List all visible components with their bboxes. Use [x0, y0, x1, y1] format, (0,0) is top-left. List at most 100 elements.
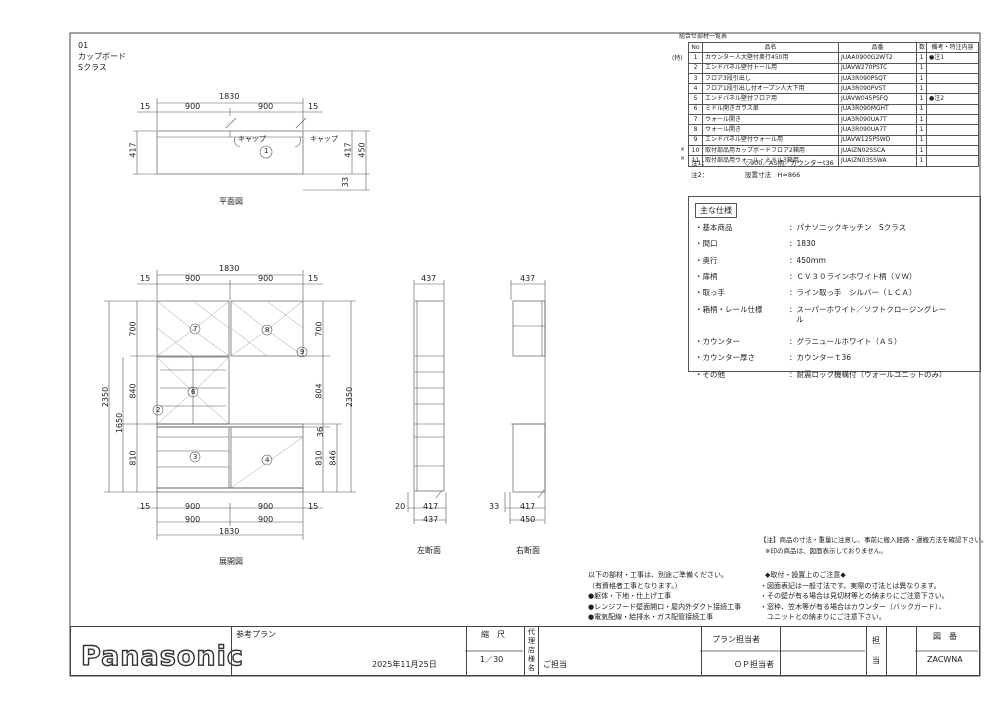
title-block: Panasonic 参考プラン 2025年11月25日 縮 尺 1／30 代 理… [70, 626, 980, 676]
cell-qty: 1 [916, 52, 927, 64]
spec-label: ・扉柄 [695, 271, 718, 281]
cell-note [926, 144, 979, 157]
spec-value: ：ＣＶ３０ラインホワイト柄（ＶＷ） [789, 271, 917, 281]
cell-note [926, 103, 979, 116]
cell-name: カウンター人大壁付奥行450用 [702, 52, 839, 64]
plan-seg-3: 900 [258, 102, 274, 111]
separate-work-line: 以下の部材・工事は、別途ご準備ください。 [588, 571, 728, 579]
cell-qty: 1 [916, 72, 927, 85]
marker-3: 3 [193, 453, 198, 461]
front-right-seg-1: 700 [314, 321, 324, 337]
spec-label: ・基本商品 [695, 223, 733, 232]
front-view [104, 270, 356, 540]
special-mark: (特) [672, 55, 683, 62]
front-right-seg-5: 846 [328, 450, 338, 466]
spec-value: ：グラニュールホワイト（ＡＳ） [789, 337, 902, 347]
spec-label: ・箱柄・レール仕様 [695, 304, 763, 314]
left-section-title: 左断面 [417, 546, 441, 555]
front-bottom-a-4: 15 [308, 502, 319, 511]
install-note-line: ユニットとの納まりにご注意下さい。 [760, 613, 886, 621]
cell-name: エンドパネル壁付ウォール用 [702, 134, 839, 146]
front-bottom-b-2: 900 [258, 515, 274, 524]
cell-qty: 1 [916, 103, 927, 116]
note-2-label: 注2： [691, 171, 709, 179]
left-section [407, 280, 447, 524]
agent-label-cell: 代 理 店 様 名 [524, 627, 538, 675]
right-sec-bottom-a: 33 [489, 502, 500, 511]
plan-label: 参考プラン [236, 630, 276, 639]
marker-9: 9 [300, 348, 305, 356]
plan-top-total: 1830 [219, 92, 240, 101]
plan-right-gap: 33 [341, 176, 351, 188]
plan-seg-1: 15 [140, 102, 151, 111]
cell-note [926, 134, 979, 146]
spec-label: ・カウンター厚さ [695, 353, 755, 363]
cell-no: 10 [688, 144, 703, 157]
parts-header-row: No 品名 品番 数 備考・特注内容 [688, 41, 979, 54]
spec-value: ：パナソニックキッチン Sクラス [789, 223, 907, 232]
separate-work-line: ●躯体・下地・仕上げ工事 [588, 592, 672, 600]
cell-code: JUA3R090PSQT [838, 72, 917, 85]
cell-no: 5 [688, 93, 703, 105]
tan-label-2: 当 [872, 656, 880, 665]
install-note-line: ◆取付・設置上のご注意◆ [765, 571, 846, 579]
cell-qty: 1 [916, 155, 927, 167]
col-code: 品番 [838, 41, 917, 54]
cell-qty: 1 [916, 134, 927, 146]
scale-value: 1／30 [480, 655, 504, 664]
cell-qty: 1 [916, 62, 927, 74]
marker-7: 7 [193, 325, 198, 333]
front-bottom-a-3: 900 [258, 502, 274, 511]
left-sec-bottom-total: 437 [423, 515, 439, 524]
staff-cell: プラン担当者 ＯＰ担当者 [701, 627, 866, 675]
cell-no: 7 [688, 114, 703, 126]
agent-label-3: 店 [528, 646, 535, 654]
cell-code: JUA3R090MGHT [838, 103, 917, 116]
col-note: 備考・特注内容 [926, 41, 979, 54]
front-seg-3: 900 [258, 274, 274, 283]
agent-label-5: 名 [528, 664, 535, 672]
drawing-no-label: 図 番 [933, 632, 957, 641]
cell-qty: 1 [916, 124, 927, 136]
cell-note: ●注2 [926, 93, 979, 105]
scale-label: 縮 尺 [481, 630, 505, 639]
cell-code: JUAVW125PSWD [838, 134, 917, 146]
spec-label: ・その他 [695, 369, 725, 379]
cell-name: エンドパネル壁付トール用 [702, 62, 839, 74]
front-left-seg-3: 810 [128, 450, 138, 466]
plan-view [133, 98, 370, 191]
panasonic-logo: Panasonic [80, 640, 244, 672]
stamp-cell [886, 627, 916, 675]
spec-value: ：スーパーホワイト／ソフトクロージングレー [789, 304, 947, 314]
front-left-upper: 1650 [115, 412, 125, 434]
separate-work-line: ●電気配線・給排水・ガス配管接続工事 [588, 613, 714, 621]
install-note-line: ・その壁が有る場合は見切材等との納まりにご注意下さい。 [760, 592, 949, 600]
cell-name: 取付部品用カップボードフロア2箱用 [702, 144, 839, 157]
install-note-line: ・図面表記は一般寸法です。実際の寸法とは異なります。 [760, 581, 941, 590]
caution-line-1: 【注】商品の寸法・重量に注意し、事前に搬入経路・運搬方法を確認下さい。 [760, 536, 988, 544]
right-sec-bottom-total: 450 [520, 515, 536, 524]
plan-cap-right: キャップ [310, 135, 338, 143]
sheet-number: 01 [78, 41, 89, 50]
cell-code: JUAIZN02SSCA [838, 144, 917, 157]
plan-date: 2025年11月25日 [372, 660, 437, 669]
cell-note [926, 62, 979, 74]
front-right-seg-2: 804 [314, 383, 324, 399]
separate-work-line: ●レンジフード壁面開口・屋内外ダクト接続工事 [588, 602, 742, 611]
cell-note [926, 83, 979, 95]
tan-label-1: 担 [872, 636, 880, 645]
col-no: No [688, 41, 703, 54]
class-name: Sクラス [78, 63, 107, 72]
note-2-text: 設置寸法 H=866 [745, 171, 801, 179]
agent-cell[interactable]: ご担当 [538, 627, 701, 675]
front-left-total: 2350 [101, 386, 111, 408]
front-bottom-b-1: 900 [185, 515, 201, 524]
marker-6: 6 [191, 388, 196, 396]
agent-label-2: 理 [528, 637, 535, 645]
cell-no: 1 [688, 52, 703, 64]
